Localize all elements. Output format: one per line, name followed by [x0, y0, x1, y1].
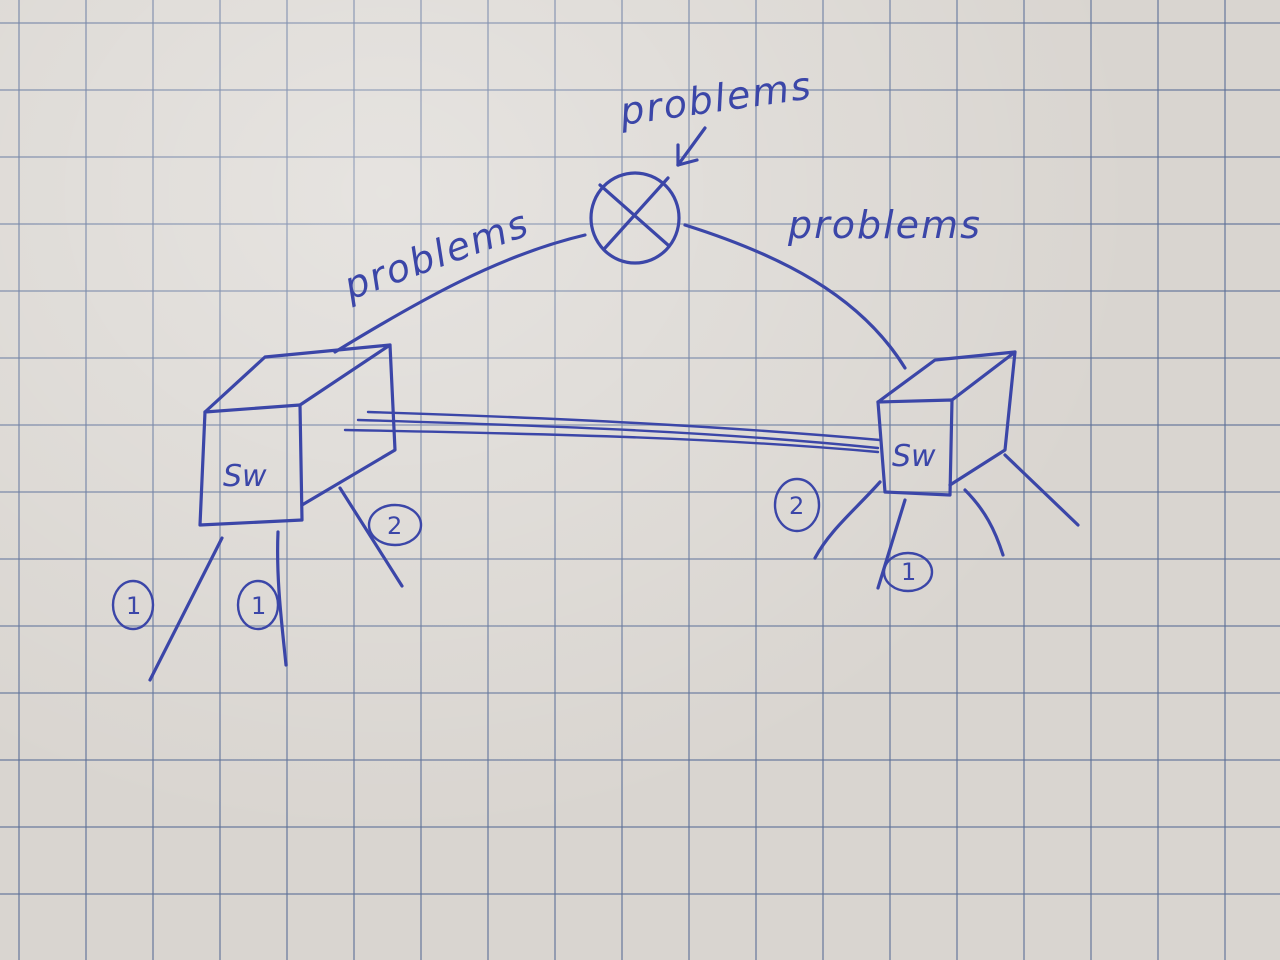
- left-switch-label: Sw: [223, 459, 267, 494]
- arrow-to-node-icon: [676, 126, 707, 167]
- port-marker-left-1a: 1: [126, 592, 141, 620]
- port-marker-circle: [367, 503, 423, 547]
- problem-label-top: problems: [616, 63, 815, 134]
- port-marker-circle: [236, 579, 280, 631]
- right-downlink-3: [963, 488, 1005, 557]
- link-node-to-right: [683, 223, 907, 370]
- port-marker-left-1b: 1: [251, 592, 266, 620]
- left-switch: [198, 343, 397, 527]
- left-downlink-1a: [148, 536, 224, 682]
- port-marker-left-2: 2: [387, 512, 402, 540]
- port-marker-right-1: 1: [901, 558, 916, 586]
- port-marker-circle: [773, 477, 821, 533]
- port-marker-right-2: 2: [789, 492, 804, 520]
- port-marker-circle: [111, 579, 155, 631]
- inter-switch-links: [343, 410, 882, 454]
- link-left-to-node: [333, 233, 587, 354]
- right-switch: [876, 350, 1017, 497]
- port-marker-circle: [882, 551, 934, 593]
- right-downlink-1: [876, 498, 907, 590]
- right-downlink-4: [1003, 453, 1080, 527]
- right-downlink-2: [813, 480, 882, 560]
- left-downlink-2: [338, 486, 404, 588]
- left-downlink-1b: [276, 530, 288, 667]
- right-switch-label: Sw: [892, 439, 936, 474]
- problem-label-right: problems: [787, 203, 982, 247]
- failed-node-icon: [589, 171, 681, 265]
